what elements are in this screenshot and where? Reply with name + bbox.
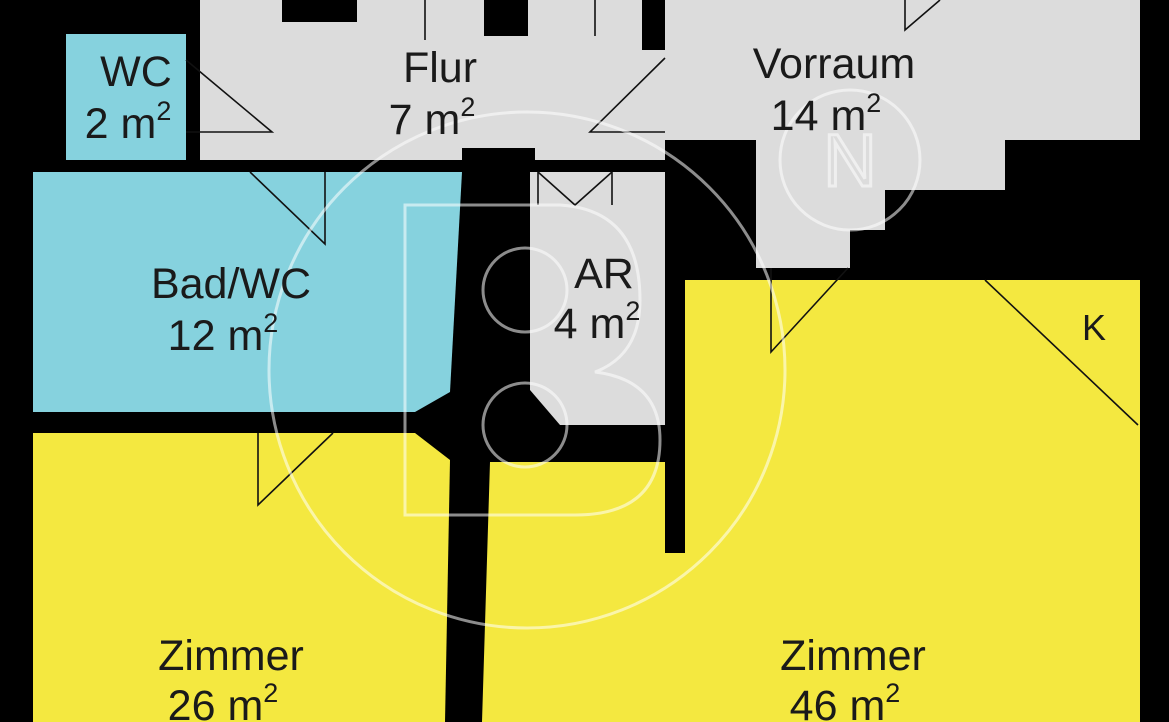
label-zimmer-left: Zimmer 26 m2 (158, 632, 304, 722)
bad-area (33, 172, 462, 412)
door-swings (185, 0, 1139, 507)
wc-area (66, 34, 186, 160)
watermark-logo (267, 110, 787, 630)
room-name: Flur (403, 44, 477, 92)
room-area: 46 m2 (790, 678, 901, 722)
room-name: AR (574, 250, 634, 298)
room-area: 14 m2 (771, 88, 882, 140)
zimmer-right-area (482, 280, 1140, 722)
compass-icon: N (778, 88, 922, 232)
ar-area (530, 172, 665, 425)
room-area: 4 m2 (554, 296, 641, 348)
room-area: 2 m2 (85, 96, 172, 148)
label-ar: AR 4 m2 (554, 250, 641, 348)
vorraum-area (665, 0, 1140, 268)
flur-area (200, 0, 666, 160)
label-wc: WC 2 m2 (85, 48, 172, 148)
label-flur: Flur 7 m2 (389, 44, 477, 144)
room-name: Bad/WC (151, 260, 311, 308)
room-name: Zimmer (158, 632, 304, 680)
room-area: 26 m2 (168, 678, 279, 722)
svg-text:N: N (823, 119, 876, 202)
room-name: Vorraum (753, 40, 916, 88)
zimmer-left-area (33, 433, 450, 722)
label-vorraum: Vorraum 14 m2 (753, 40, 916, 140)
kitchen-marker: K (1082, 307, 1106, 348)
room-name: WC (100, 48, 172, 96)
room-name: Zimmer (780, 632, 926, 680)
room-area: 7 m2 (389, 92, 476, 144)
label-bad: Bad/WC 12 m2 (151, 260, 311, 360)
room-area: 12 m2 (168, 308, 279, 360)
label-zimmer-right: Zimmer 46 m2 (780, 632, 926, 722)
